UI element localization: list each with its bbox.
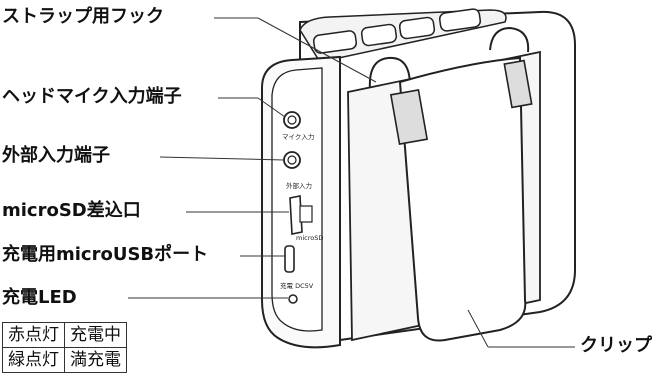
ext-in-label: 外部入力	[286, 181, 312, 190]
legend-state: 緑点灯	[2, 347, 65, 373]
charge-led	[288, 294, 298, 304]
microsd-label: microSD	[296, 234, 323, 242]
power-button	[312, 30, 358, 54]
legend-row: 赤点灯 充電中	[2, 322, 127, 348]
leader-headset-jack-diag	[257, 97, 286, 118]
legend-meaning: 充電中	[64, 322, 127, 348]
microsd-card-icon	[299, 205, 313, 223]
leader-clip-diag	[467, 309, 489, 348]
callout-external-jack: 外部入力端子	[2, 145, 110, 166]
legend-row: 緑点灯 満充電	[2, 347, 127, 373]
callout-clip: クリップ	[580, 335, 652, 356]
clip-tab-left	[389, 89, 429, 145]
legend-state: 赤点灯	[2, 322, 65, 348]
callout-strap-hook: ストラップ用フック	[2, 6, 164, 27]
callout-headset-jack: ヘッドマイク入力端子	[2, 86, 182, 107]
usb-port	[284, 245, 295, 273]
legend-meaning: 満充電	[64, 347, 127, 373]
callout-microsd: microSD差込口	[2, 200, 141, 221]
callout-charge-led: 充電LED	[2, 287, 77, 308]
headset-jack-inner	[287, 115, 297, 125]
strap-hook-left	[368, 56, 411, 91]
leader-external-jack	[159, 156, 285, 161]
clip-tab-right	[503, 59, 533, 109]
microsd-slot	[289, 195, 303, 235]
mic-in-label: マイク入力	[282, 132, 314, 141]
volume-down-button	[360, 23, 398, 47]
callout-usb-port: 充電用microUSBポート	[2, 244, 209, 265]
clip-front	[398, 56, 527, 342]
external-jack-inner	[287, 155, 297, 165]
mode-button	[438, 8, 482, 32]
volume-up-button	[398, 16, 436, 40]
strap-hook-right	[489, 26, 530, 53]
led-legend-table: 赤点灯 充電中 緑点灯 満充電	[2, 322, 127, 373]
leader-strap-hook-diag	[257, 17, 377, 83]
charge-label: 充電 DC5V	[280, 281, 314, 290]
